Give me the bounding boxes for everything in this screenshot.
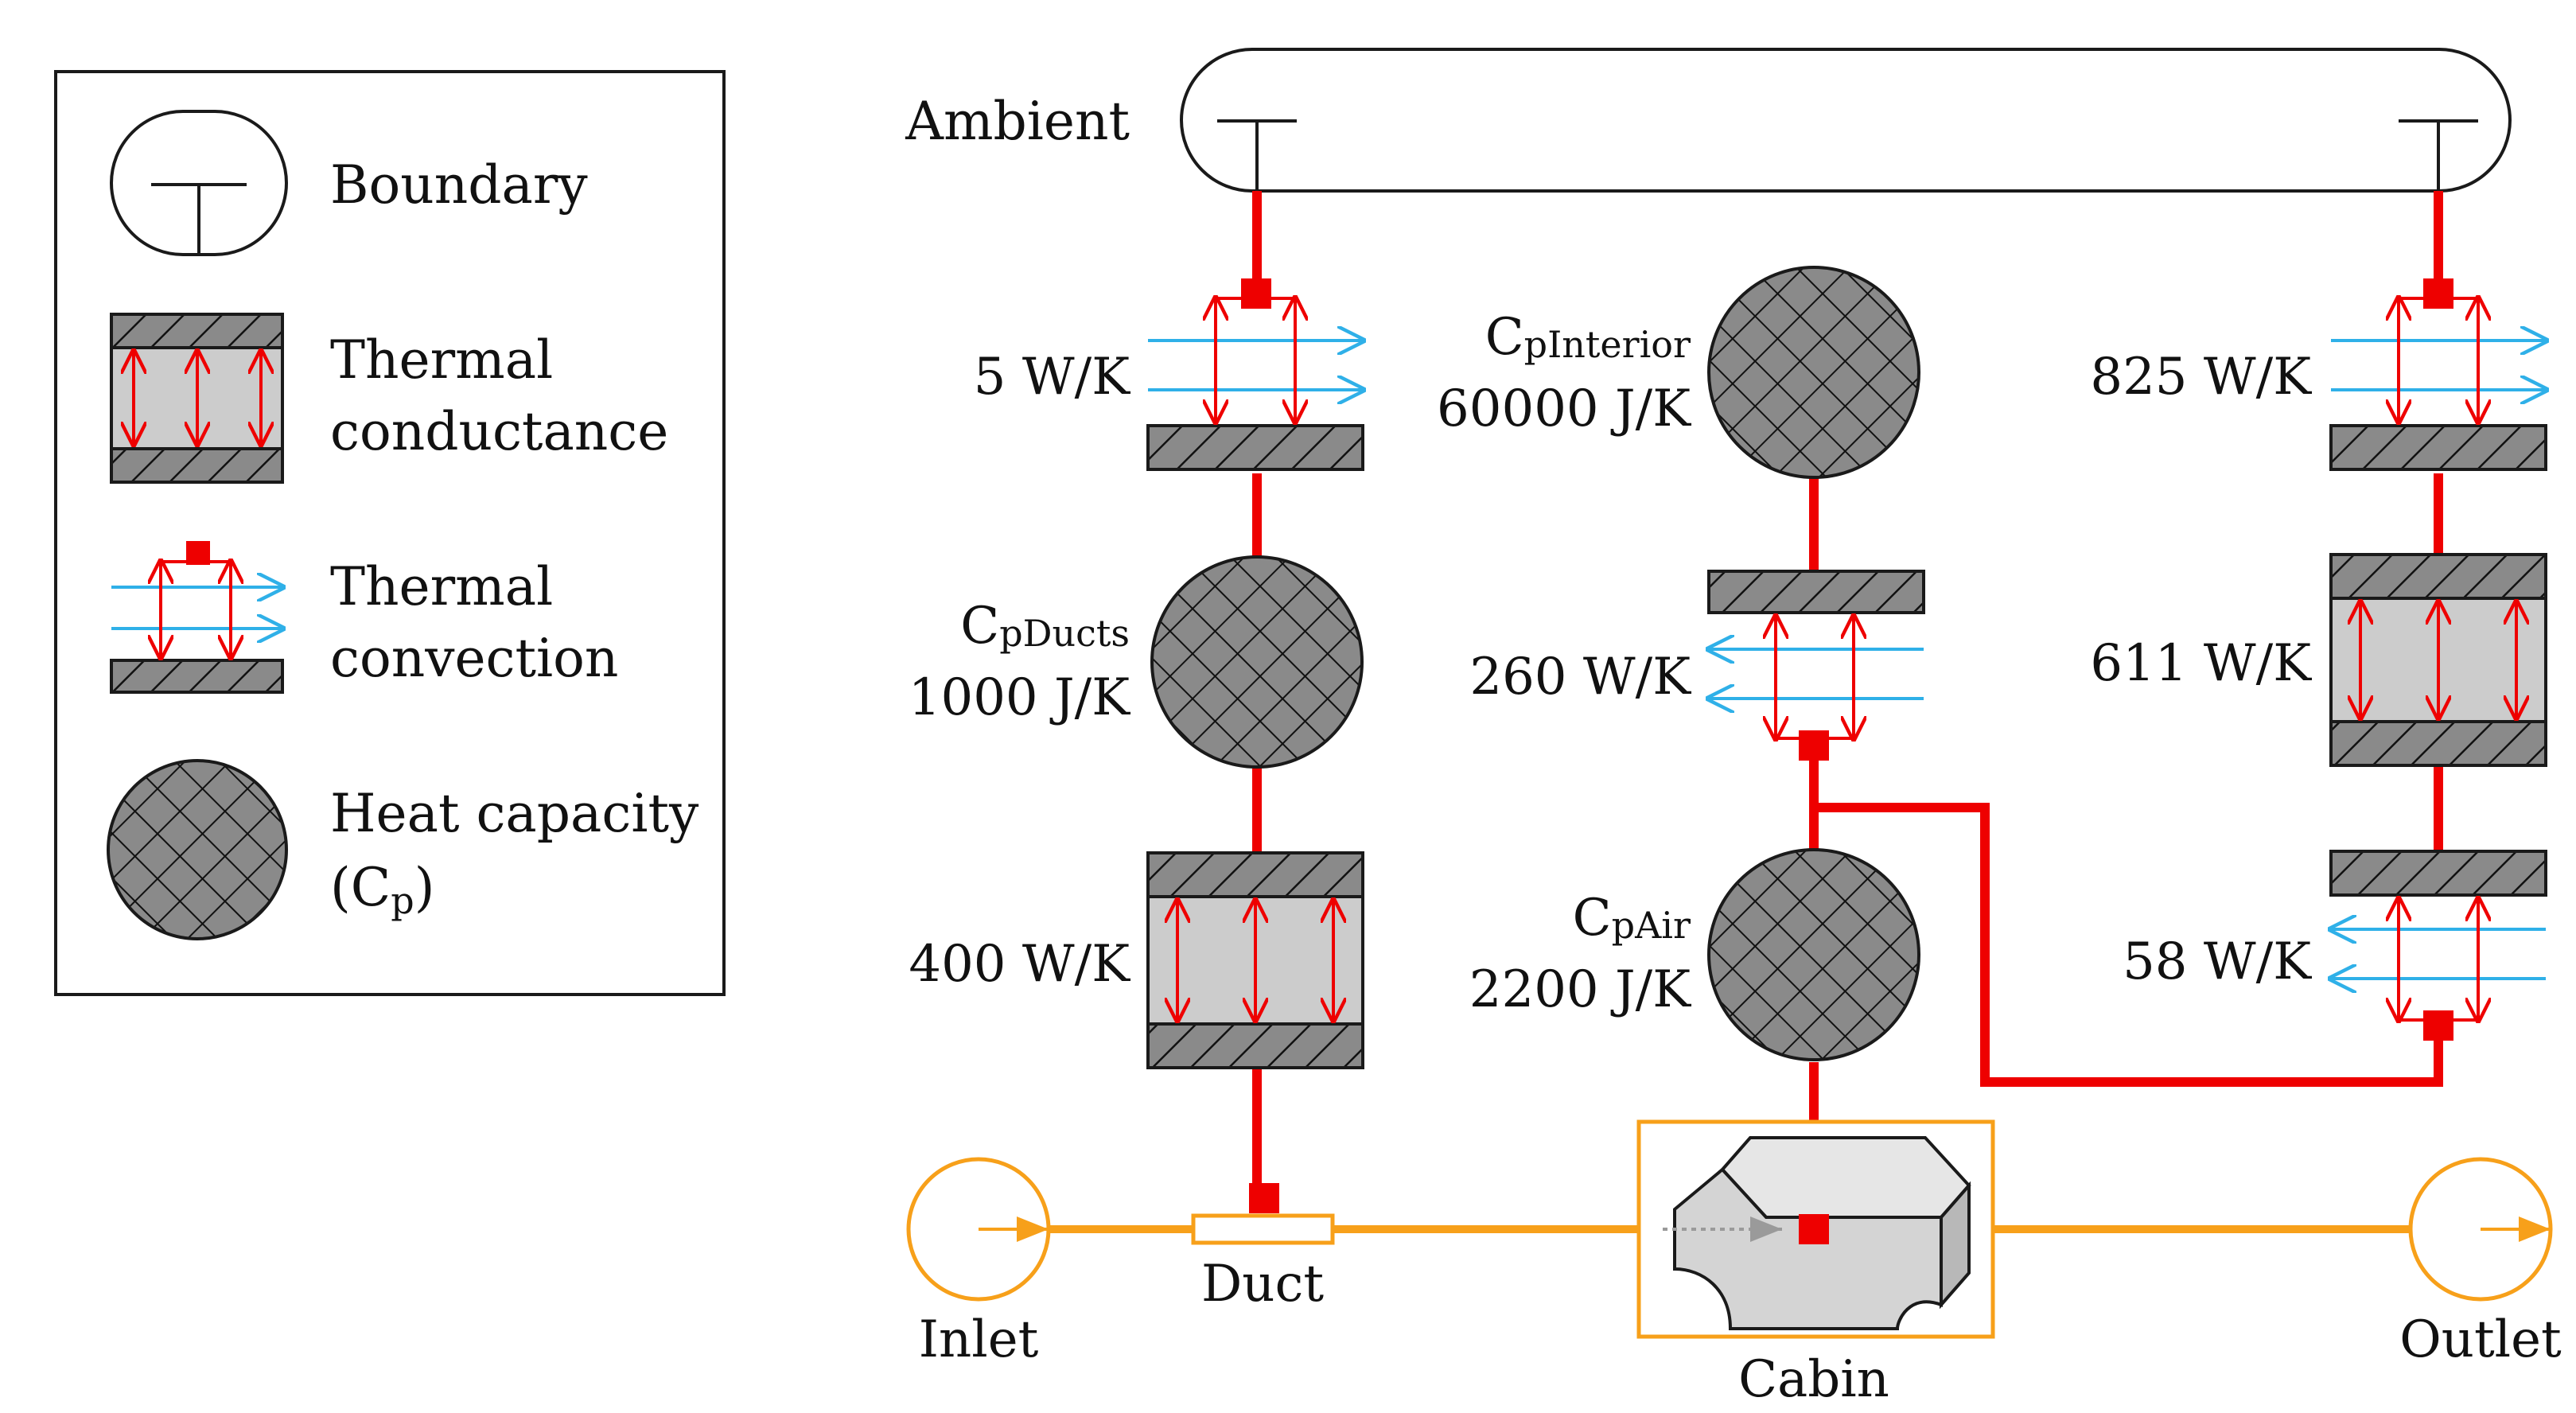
cabin-front-face (1673, 1167, 1943, 1330)
legend: Boundary Thermal conductance Thermal con… (54, 70, 726, 996)
legend-conductance-label-line1: Thermal (330, 329, 553, 391)
legend-conductance-icon (110, 313, 284, 484)
middle-convection-value: 260 W/K (1469, 648, 1691, 706)
interior-heat-capacity (1707, 266, 1920, 479)
left-conductance (1146, 851, 1364, 1069)
ambient-label: Ambient (905, 91, 1130, 152)
right-convection-bottom (2331, 850, 2547, 1041)
left-convection (1146, 278, 1363, 471)
legend-capacity-icon (107, 759, 288, 940)
legend-capacity-label-line2: (Cp) (330, 857, 434, 922)
right-convection-bottom-value: 58 W/K (2123, 932, 2312, 991)
legend-conductance-label-line2: conductance (330, 401, 668, 462)
legend-convection-label-line2: convection (330, 628, 618, 689)
air-heat-capacity (1707, 848, 1920, 1061)
cabin-label: Cabin (1738, 1350, 1889, 1409)
ducts-capacity-value: 1000 J/K (909, 668, 1130, 727)
legend-boundary-label: Boundary (330, 154, 588, 216)
heat-wires (1252, 191, 2443, 1217)
outlet-label: Outlet (2399, 1310, 2562, 1369)
legend-convection-icon (110, 541, 282, 694)
interior-capacity-name: CpInterior (1485, 308, 1691, 367)
duct-label: Duct (1201, 1255, 1324, 1314)
inlet-boundary (906, 1157, 1051, 1302)
cabin-top-face (1720, 1136, 1971, 1219)
air-capacity-value: 2200 J/K (1469, 960, 1691, 1019)
duct-heat-port (1249, 1183, 1279, 1213)
ducts-heat-capacity (1150, 555, 1364, 769)
legend-convection-label-line1: Thermal (330, 556, 553, 617)
ambient-boundary (1180, 48, 2512, 193)
cabin-volume (1636, 1119, 1995, 1339)
inlet-label: Inlet (919, 1310, 1039, 1369)
duct-pipe (1191, 1213, 1335, 1245)
middle-convection (1709, 570, 1925, 761)
air-capacity-name: CpAir (1573, 889, 1691, 948)
right-conductance-value: 611 W/K (2090, 634, 2312, 693)
cabin-heat-port (1799, 1214, 1829, 1244)
right-convection-top (2329, 278, 2546, 471)
outlet-boundary (2408, 1157, 2553, 1302)
legend-capacity-label-line1: Heat capacity (330, 783, 699, 844)
right-conductance (2329, 553, 2547, 767)
right-convection-top-value: 825 W/K (2090, 348, 2312, 407)
ducts-capacity-name: CpDucts (960, 597, 1130, 656)
legend-boundary-icon (110, 110, 288, 256)
left-conductance-value: 400 W/K (909, 935, 1130, 994)
left-convection-value: 5 W/K (974, 348, 1130, 407)
interior-capacity-value: 60000 J/K (1437, 380, 1691, 438)
